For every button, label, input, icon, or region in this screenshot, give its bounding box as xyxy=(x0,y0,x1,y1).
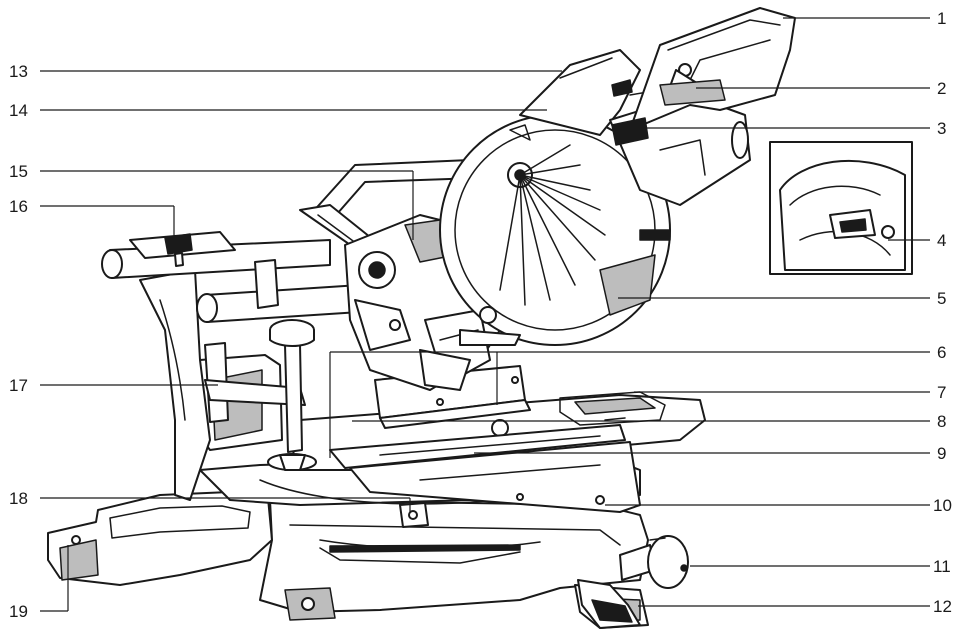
callout-7: 7 xyxy=(937,383,946,402)
callout-leaders xyxy=(40,17,930,612)
callout-10: 10 xyxy=(933,496,952,515)
callout-1: 1 xyxy=(937,9,946,28)
saw-base xyxy=(47,491,649,629)
bevel-lever xyxy=(577,579,641,629)
carriage xyxy=(344,214,521,391)
callout-12: 12 xyxy=(933,597,952,616)
blade-guard xyxy=(439,114,671,346)
callout-4: 4 xyxy=(937,231,946,250)
vertical-clamp xyxy=(204,319,317,471)
callout-9: 9 xyxy=(937,444,946,463)
miter-lock xyxy=(399,502,429,528)
callout-numbers: 1 2 3 4 5 6 7 8 9 10 11 12 13 14 15 16 1… xyxy=(9,9,952,621)
callout-11: 11 xyxy=(933,557,951,576)
callout-16: 16 xyxy=(9,197,28,216)
callout-5: 5 xyxy=(937,289,946,308)
rail-lock-knob xyxy=(164,233,193,267)
slide-rails xyxy=(101,231,361,323)
callout-6: 6 xyxy=(937,343,946,362)
trigger-inset xyxy=(769,141,913,275)
callout-2: 2 xyxy=(937,79,946,98)
callout-3: 3 xyxy=(937,119,946,138)
callout-15: 15 xyxy=(9,162,28,181)
callout-8: 8 xyxy=(937,412,946,431)
bevel-lock-knob xyxy=(619,535,689,589)
miter-saw-illustration xyxy=(47,7,913,629)
callout-17: 17 xyxy=(9,376,28,395)
callout-19: 19 xyxy=(9,602,28,621)
kerf-plate xyxy=(329,424,641,513)
callout-18: 18 xyxy=(9,489,28,508)
operating-handle xyxy=(611,7,796,146)
callout-13: 13 xyxy=(9,62,28,81)
callout-14: 14 xyxy=(9,101,28,120)
